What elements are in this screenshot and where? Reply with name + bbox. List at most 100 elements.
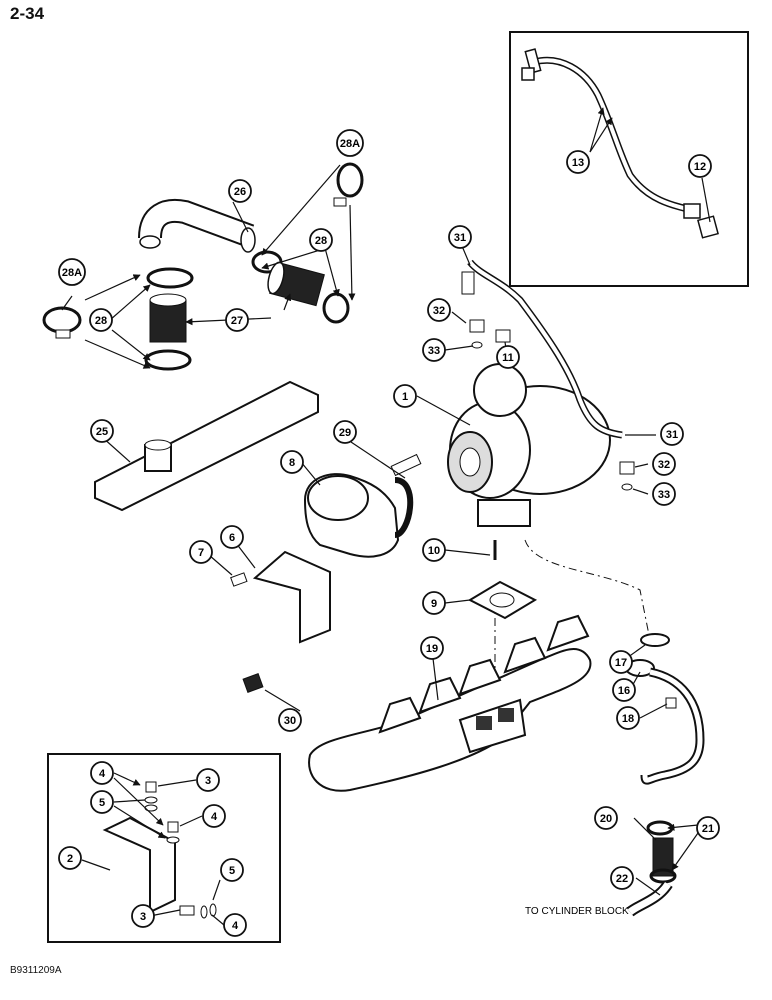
callout-number: 2 bbox=[67, 853, 73, 865]
callout-circle bbox=[189, 540, 213, 564]
callout-circle bbox=[496, 345, 520, 369]
callout-c12: 12 bbox=[688, 154, 712, 178]
callout-circle bbox=[688, 154, 712, 178]
callout-circle bbox=[223, 913, 247, 937]
callout-c4a: 4 bbox=[90, 761, 114, 785]
callout-c28Ab: 28A bbox=[58, 258, 86, 286]
callout-number: 28A bbox=[340, 138, 360, 150]
callout-circle bbox=[220, 525, 244, 549]
callout-number: 28 bbox=[315, 235, 327, 247]
callout-number: 31 bbox=[666, 429, 678, 441]
callout-number: 32 bbox=[433, 305, 445, 317]
callout-c33a: 33 bbox=[422, 338, 446, 362]
callout-number: 8 bbox=[289, 457, 295, 469]
callout-number: 22 bbox=[616, 873, 628, 885]
callout-number: 5 bbox=[99, 797, 105, 809]
callout-circle bbox=[90, 419, 114, 443]
callout-circle bbox=[420, 636, 444, 660]
callout-number: 17 bbox=[615, 657, 627, 669]
callout-number: 4 bbox=[211, 811, 218, 823]
inset-bracket-hardware bbox=[47, 753, 281, 943]
callout-circle bbox=[448, 225, 472, 249]
callout-number: 20 bbox=[600, 813, 612, 825]
callout-circle bbox=[652, 452, 676, 476]
callout-number: 32 bbox=[658, 459, 670, 471]
callout-c2: 2 bbox=[58, 846, 82, 870]
callout-c28Aa: 28A bbox=[336, 129, 364, 157]
callout-number: 19 bbox=[426, 643, 438, 655]
callout-circle bbox=[225, 308, 249, 332]
callout-c30: 30 bbox=[278, 708, 302, 732]
callout-circle bbox=[333, 420, 357, 444]
callout-c29: 29 bbox=[333, 420, 357, 444]
callout-number: 13 bbox=[572, 157, 584, 169]
callout-c11: 11 bbox=[496, 345, 520, 369]
drain-tube bbox=[625, 633, 705, 917]
callout-circle bbox=[609, 650, 633, 674]
callout-c25: 25 bbox=[90, 419, 114, 443]
callout-circle bbox=[58, 258, 86, 286]
callout-circle bbox=[196, 768, 220, 792]
clip bbox=[242, 673, 264, 693]
callout-number: 33 bbox=[658, 489, 670, 501]
callout-c32a: 32 bbox=[427, 298, 451, 322]
callout-number: 25 bbox=[96, 426, 108, 438]
callout-c18: 18 bbox=[616, 706, 640, 730]
callout-number: 16 bbox=[618, 685, 630, 697]
air-hoses-clamps bbox=[42, 162, 364, 371]
callout-circle bbox=[202, 804, 226, 828]
callout-c1: 1 bbox=[393, 384, 417, 408]
callout-c5b: 5 bbox=[220, 858, 244, 882]
callout-c33b: 33 bbox=[652, 482, 676, 506]
callout-c7: 7 bbox=[189, 540, 213, 564]
callout-number: 10 bbox=[428, 545, 440, 557]
exhaust-manifold bbox=[308, 614, 592, 792]
callout-circle bbox=[616, 706, 640, 730]
callout-c10: 10 bbox=[422, 538, 446, 562]
callout-c4b: 4 bbox=[202, 804, 226, 828]
callout-number: 9 bbox=[431, 598, 437, 610]
callout-c6: 6 bbox=[220, 525, 244, 549]
callout-number: 1 bbox=[402, 391, 408, 403]
callout-number: 3 bbox=[205, 775, 211, 787]
callout-c32b: 32 bbox=[652, 452, 676, 476]
callout-c13: 13 bbox=[566, 150, 590, 174]
leader-lines bbox=[61, 107, 711, 926]
callout-number: 18 bbox=[622, 713, 634, 725]
callout-number: 7 bbox=[198, 547, 204, 559]
callout-number: 26 bbox=[234, 186, 246, 198]
callout-c19: 19 bbox=[420, 636, 444, 660]
callout-number: 28A bbox=[62, 267, 82, 279]
callout-layer: 1233444556789101112131617181920212225262… bbox=[58, 129, 720, 937]
callout-number: 5 bbox=[229, 865, 235, 877]
callout-number: 6 bbox=[229, 532, 235, 544]
callout-c8: 8 bbox=[280, 450, 304, 474]
inset-oil-line bbox=[509, 31, 749, 287]
callout-circle bbox=[566, 150, 590, 174]
callout-number: 29 bbox=[339, 427, 351, 439]
callout-circle bbox=[228, 179, 252, 203]
callout-circle bbox=[131, 904, 155, 928]
callout-c20: 20 bbox=[594, 806, 618, 830]
callout-number: 30 bbox=[284, 715, 296, 727]
callout-c3b: 3 bbox=[131, 904, 155, 928]
callout-c21: 21 bbox=[696, 816, 720, 840]
callout-circle bbox=[422, 338, 446, 362]
callout-circle bbox=[309, 228, 333, 252]
callout-number: 3 bbox=[140, 911, 146, 923]
callout-number: 28 bbox=[95, 315, 107, 327]
callout-circle bbox=[594, 806, 618, 830]
callout-circle bbox=[220, 858, 244, 882]
callout-c4c: 4 bbox=[223, 913, 247, 937]
callout-number: 21 bbox=[702, 823, 714, 835]
callout-c31a: 31 bbox=[448, 225, 472, 249]
callout-circle bbox=[652, 482, 676, 506]
mounting-bracket bbox=[230, 550, 331, 644]
callout-c27: 27 bbox=[225, 308, 249, 332]
callout-c9: 9 bbox=[422, 591, 446, 615]
manifold-cover bbox=[94, 380, 319, 512]
callout-number: 33 bbox=[428, 345, 440, 357]
callout-circle bbox=[280, 450, 304, 474]
page-number: 2-34 bbox=[10, 4, 45, 23]
callout-circle bbox=[89, 308, 113, 332]
